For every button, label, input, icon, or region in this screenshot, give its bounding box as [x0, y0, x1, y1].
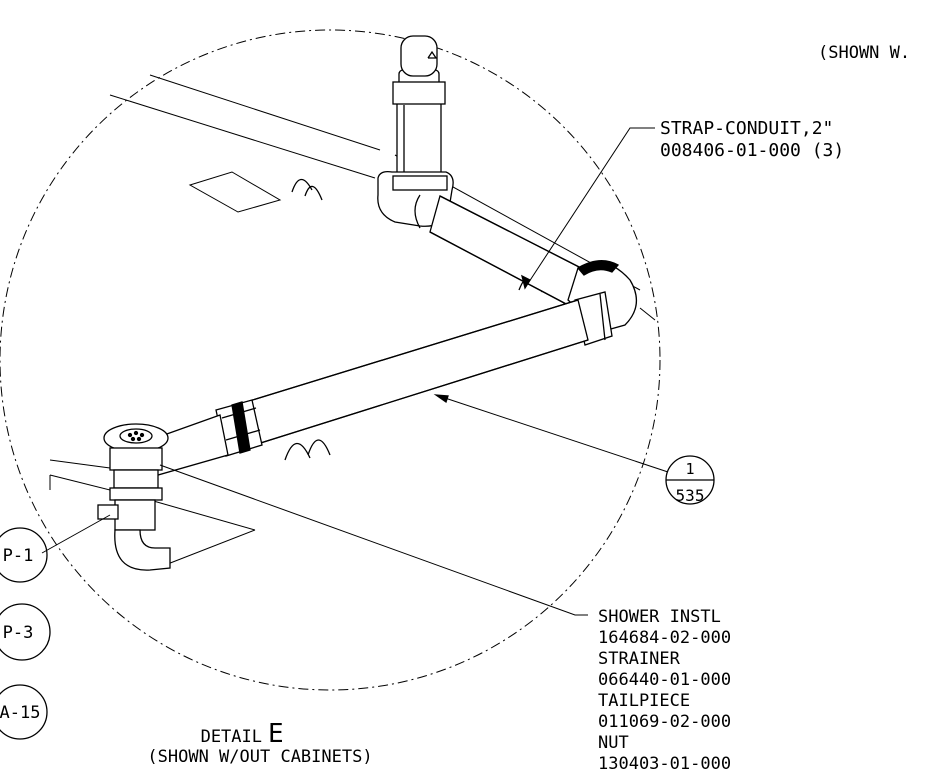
top-note: (SHOWN W.: [818, 43, 910, 63]
detail-title: DETAIL E (SHOWN W/OUT CABINETS): [147, 719, 372, 767]
section-ref-number: 1: [685, 460, 694, 478]
bubble-p1-label: P-1: [3, 546, 34, 566]
shower-parts-callout: SHOWER INSTL 164684-02-000 STRAINER 0664…: [598, 607, 731, 774]
bubble-p1: [0, 527, 48, 583]
strap-conduit-label: STRAP-CONDUIT,2": [660, 118, 833, 139]
leader-lines: [41, 127, 669, 616]
section-ref-page: 535: [676, 486, 705, 505]
detail-title-prefix: DETAIL: [201, 727, 262, 747]
shower-part-line: 011069-02-000: [598, 712, 731, 732]
strap-conduit-callout: STRAP-CONDUIT,2" 008406-01-000 (3): [660, 118, 844, 161]
shower-part-line: 066440-01-000: [598, 670, 731, 690]
detail-title-note: (SHOWN W/OUT CABINETS): [147, 747, 372, 767]
pipe-coupling: [215, 399, 263, 457]
vent-pipe: [392, 35, 446, 184]
shower-part-line: STRAINER: [598, 649, 681, 669]
section-reference-bubble: 1 535: [665, 455, 715, 505]
bubble-a15-label: A-15: [0, 703, 40, 723]
strap-conduit-part-number: 008406-01-000 (3): [660, 140, 844, 161]
shower-part-line: TAILPIECE: [598, 691, 690, 711]
shower-part-line: SHOWER INSTL: [598, 607, 721, 627]
bubble-a15: [0, 684, 48, 740]
main-horizontal-pipe: [429, 195, 586, 306]
floor-opening: [188, 171, 282, 213]
bubble-p3-label: P-3: [3, 623, 34, 643]
bubble-p3: [0, 603, 51, 661]
drain-assembly: [97, 423, 171, 571]
detail-title-letter: E: [268, 719, 284, 749]
drain-run-pipe: [219, 299, 589, 453]
reference-bubbles: P-1 P-3 A-15: [0, 527, 51, 740]
detail-boundary-circle: [0, 29, 661, 691]
shower-part-line: 130403-01-000: [598, 754, 731, 774]
shower-part-line: NUT: [598, 733, 629, 753]
shower-part-line: 164684-02-000: [598, 628, 731, 648]
